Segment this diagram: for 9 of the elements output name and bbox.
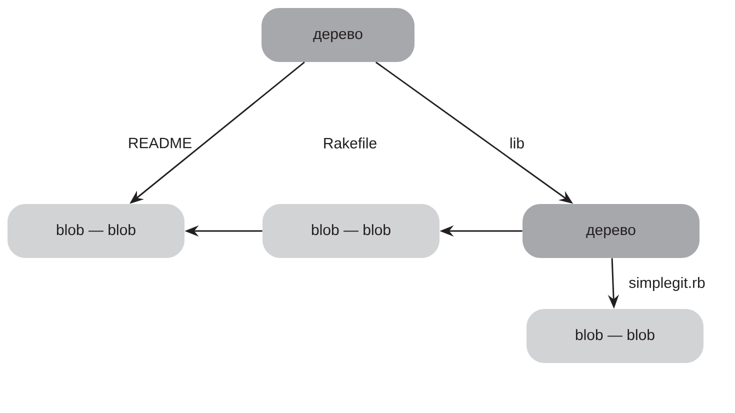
blob-box: blob — blob [262, 204, 440, 258]
tree-box: дерево [262, 8, 414, 62]
tree-box: дерево [522, 204, 700, 258]
blob-box: blob — blob [8, 204, 184, 258]
edge-label: README [126, 136, 194, 150]
edge-label: lib [508, 136, 526, 150]
blob-box: blob — blob [526, 309, 704, 363]
label: Rakefile [324, 138, 376, 148]
edge-label: simplegit.rb [628, 276, 706, 292]
